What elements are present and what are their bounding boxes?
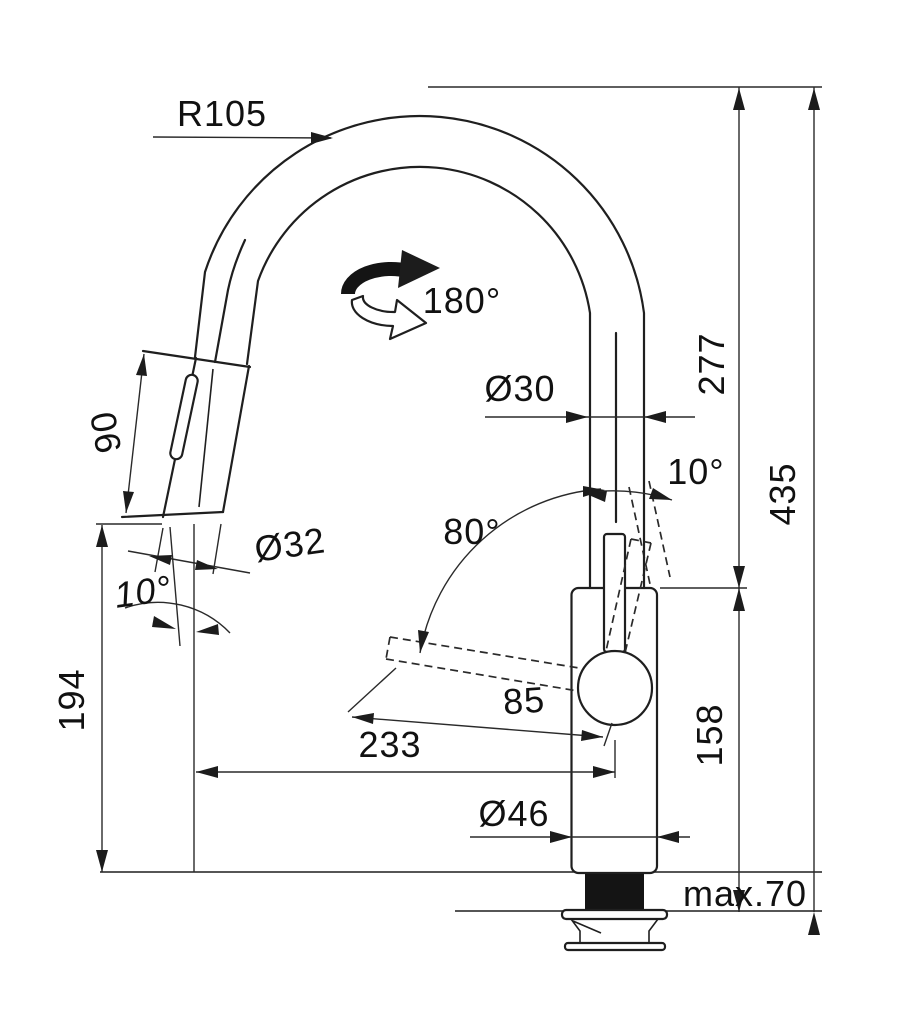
label-height-to-spout: 277 xyxy=(691,332,732,395)
arc-80deg-handle xyxy=(419,488,602,654)
spray-head xyxy=(120,349,252,519)
label-body-height: 158 xyxy=(689,703,730,766)
label-spout-tilt: 10° xyxy=(667,451,724,492)
mounting-hardware xyxy=(560,874,669,952)
gooseneck-spout xyxy=(193,114,646,590)
spout-hose-line-left xyxy=(213,238,247,364)
spray-head-middle-line xyxy=(198,368,214,508)
d32-ext-left xyxy=(154,527,164,573)
rotation-180-symbol xyxy=(340,250,440,341)
spray-axis-line xyxy=(169,526,181,647)
label-height-to-spray: 194 xyxy=(51,668,92,731)
handle-lever xyxy=(602,532,627,654)
label-spray-angle: 10° xyxy=(112,567,175,616)
spout-inner-wall xyxy=(245,165,592,590)
spray-head-right-edge xyxy=(221,364,251,514)
rotation-arrow-black-head xyxy=(398,250,440,288)
label-radius: R105 xyxy=(177,93,267,134)
spray-head-clip xyxy=(169,373,199,461)
radius-arrow xyxy=(311,132,333,144)
mounting-base-plate xyxy=(563,941,667,952)
rotation-arrow-outline xyxy=(350,294,428,341)
dim-line-85 xyxy=(351,716,604,738)
label-spout-diameter: Ø30 xyxy=(484,368,555,409)
mounting-clamp xyxy=(570,918,659,943)
radius-leader-line xyxy=(152,136,332,139)
handle-lever-dashed-80deg xyxy=(385,636,580,692)
label-spray-diameter: Ø32 xyxy=(252,519,328,569)
arc-10deg-spray xyxy=(124,601,231,634)
label-reach: 233 xyxy=(358,724,421,765)
spray-head-nozzle-line xyxy=(120,510,225,519)
ext-85-left xyxy=(347,667,397,713)
ext-85-right xyxy=(603,722,613,747)
label-handle-angle: 80° xyxy=(443,511,500,552)
label-handle-length: 85 xyxy=(502,679,547,723)
dimension-annotations xyxy=(96,86,822,935)
label-deck-max: max.70 xyxy=(683,873,807,914)
dim-line-d32 xyxy=(127,550,251,574)
threaded-shank xyxy=(585,874,644,910)
label-rotation: 180° xyxy=(423,280,501,321)
faucet-body xyxy=(385,480,671,875)
handle-ball-joint xyxy=(576,649,654,727)
d32-ext-right xyxy=(212,523,222,575)
spout-outer-wall xyxy=(193,114,646,590)
dimension-labels: R105 180° Ø30 10° 80° 90 Ø32 10° 194 233… xyxy=(51,93,807,914)
label-total-height: 435 xyxy=(762,462,803,525)
rotation-arrow-black-arc xyxy=(340,261,410,295)
label-body-diameter: Ø46 xyxy=(478,793,549,834)
dim-line-90 xyxy=(125,353,145,514)
mounting-flange xyxy=(560,908,669,921)
label-spray-length: 90 xyxy=(82,408,130,457)
handle-lever-dashed-10deg xyxy=(605,538,652,654)
